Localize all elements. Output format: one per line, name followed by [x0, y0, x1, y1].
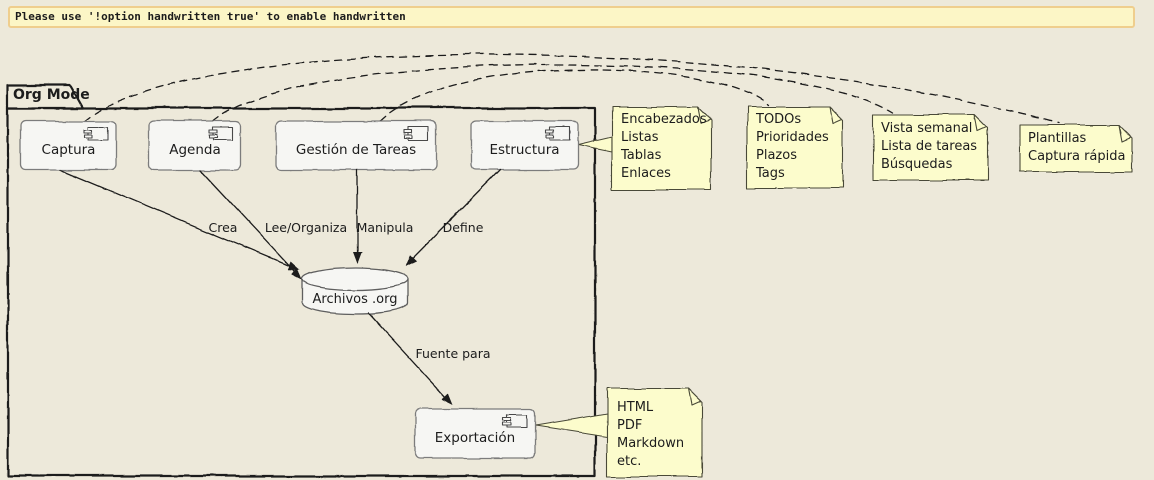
edge-label-manipula: Manipula: [356, 220, 414, 235]
note-line: Plazos: [756, 148, 797, 163]
banner-text: Please use '!option handwritten true' to…: [15, 10, 406, 23]
component-gestion-label: Gestión de Tareas: [295, 142, 417, 158]
note-line: etc.: [617, 454, 642, 469]
component-gestion-box: [275, 120, 437, 171]
note-line: Tablas: [621, 148, 662, 163]
note-line: Prioridades: [756, 130, 829, 145]
note-export-formats-text: HTML PDF Markdown etc.: [617, 399, 684, 471]
note-line: Markdown: [617, 436, 685, 451]
note-line: Búsquedas: [881, 157, 953, 172]
note-tail-exportacion: [534, 413, 608, 438]
edges: [59, 169, 501, 399]
note-vista-semanal-fold: [974, 114, 988, 132]
note-encabezados-fold: [697, 106, 711, 124]
frame-title: Org Mode: [13, 87, 90, 103]
exportacion-component-icon-tab: [502, 422, 512, 427]
connector-gestion-todos: [379, 68, 769, 122]
database-label: Archivos .org: [312, 292, 398, 307]
estructura-component-icon-tab: [545, 134, 555, 139]
arrowhead-gestion: [352, 252, 362, 264]
note-line: Plantillas: [1028, 131, 1087, 146]
plantuml-option-banner: Please use '!option handwritten true' to…: [8, 6, 1135, 28]
arrowhead-estructura: [406, 254, 418, 266]
edge-label-define: Define: [442, 220, 484, 235]
note-encabezados-text: Encabezados Listas Tablas Enlaces: [621, 111, 707, 183]
note-plantillas: [1019, 124, 1133, 173]
arrowhead-agenda: [290, 268, 302, 280]
edge-estructura-archivos: [413, 169, 501, 258]
connector-agenda-vista: [212, 63, 894, 122]
note-plantillas-text: Plantillas Captura rápida: [1028, 130, 1125, 166]
org-mode-frame-tab: [6, 83, 85, 110]
gestion-component-icon-tab: [403, 129, 413, 134]
note-vista-semanal: [872, 114, 989, 181]
note-export-formats: [606, 387, 703, 478]
note-line: Captura rápida: [1028, 149, 1126, 164]
component-exportacion-label: Exportación: [434, 430, 516, 446]
org-mode-frame-border: [6, 106, 597, 478]
note-line: HTML: [617, 400, 654, 415]
note-export-formats-fold: [688, 387, 702, 405]
edge-archivos-exportacion: [367, 312, 447, 399]
edge-label-fuente-para: Fuente para: [415, 346, 491, 361]
arrowheads: [287, 252, 453, 405]
edge-agenda-archivos: [199, 169, 295, 272]
note-line: Tags: [756, 166, 785, 181]
database-cylinder-top: [301, 267, 409, 291]
component-captura-label: Captura: [41, 142, 96, 158]
note-plantillas-fold: [1118, 124, 1132, 142]
note-line: Lista de tareas: [881, 139, 978, 154]
note-encabezados: [611, 106, 712, 191]
connector-captura-plantillas: [84, 53, 1059, 124]
gestion-component-icon-tab: [403, 134, 413, 139]
agenda-component-icon-tab: [208, 134, 218, 139]
edge-label-lee-organiza: Lee/Organiza: [264, 220, 348, 235]
note-line: Listas: [621, 130, 659, 145]
note-line: Encabezados: [621, 112, 707, 127]
exportacion-component-icon-tab: [502, 417, 512, 422]
component-agenda-label: Agenda: [169, 142, 221, 158]
note-todos-fold: [829, 106, 843, 124]
note-line: TODOs: [756, 112, 802, 127]
edge-captura-archivos: [59, 169, 290, 267]
component-icon: [83, 126, 571, 429]
note-line: PDF: [617, 418, 643, 433]
note-todos-text: TODOs Prioridades Plazos Tags: [756, 111, 829, 183]
captura-component-icon-tab: [83, 129, 93, 134]
estructura-component-icon-tab: [545, 129, 555, 134]
note-line: Vista semanal: [881, 121, 973, 136]
arrowhead-captura: [287, 261, 300, 270]
edge-label-crea: Crea: [208, 220, 238, 235]
component-estructura-label: Estructura: [489, 142, 560, 158]
captura-component-icon-tab: [83, 134, 93, 139]
note-vista-semanal-text: Vista semanal Lista de tareas Búsquedas: [881, 120, 977, 174]
note-todos: [746, 106, 844, 189]
arrowhead-exportacion: [441, 393, 453, 405]
note-line: Enlaces: [621, 166, 671, 181]
agenda-component-icon-tab: [208, 129, 218, 134]
